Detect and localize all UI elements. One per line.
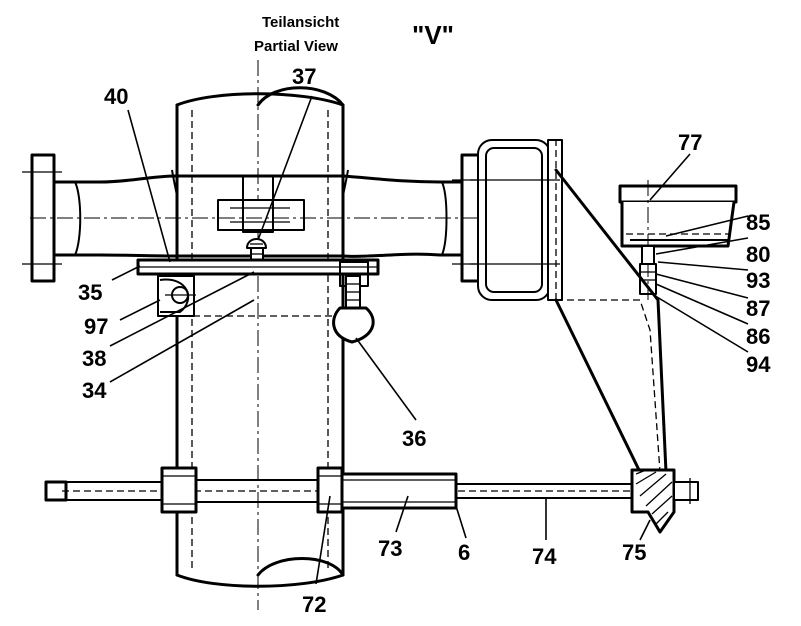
callout-labels: 37 40 77 85 80 93 87 86 94 35 97 38 34 3… [78, 64, 771, 617]
rect-section [470, 139, 563, 301]
rod-assembly [44, 466, 700, 534]
callout-36: 36 [402, 426, 426, 451]
bracket-arm [554, 140, 668, 474]
leader-lines [109, 95, 749, 585]
callout-6: 6 [458, 540, 470, 565]
callout-87: 87 [746, 296, 770, 321]
callout-34: 34 [82, 378, 107, 403]
callout-74: 74 [532, 544, 557, 569]
callout-94: 94 [746, 352, 771, 377]
callout-40: 40 [104, 84, 128, 109]
callout-86: 86 [746, 324, 770, 349]
callout-73: 73 [378, 536, 402, 561]
clamp-plate [136, 258, 380, 344]
tee-body [22, 153, 560, 283]
callout-77: 77 [678, 130, 702, 155]
callout-85: 85 [746, 210, 770, 235]
callout-80: 80 [746, 242, 770, 267]
callout-93: 93 [746, 268, 770, 293]
callout-37: 37 [292, 64, 316, 89]
view-label: "V" [412, 20, 454, 50]
box-77 [618, 180, 738, 300]
callout-97: 97 [84, 314, 108, 339]
vertical-pipe [175, 60, 345, 610]
callout-75: 75 [622, 540, 646, 565]
callout-35: 35 [78, 280, 102, 305]
title-german: Teilansicht [262, 14, 339, 31]
callout-72: 72 [302, 592, 326, 617]
callout-38: 38 [82, 346, 106, 371]
title-english: Partial View [254, 38, 338, 55]
